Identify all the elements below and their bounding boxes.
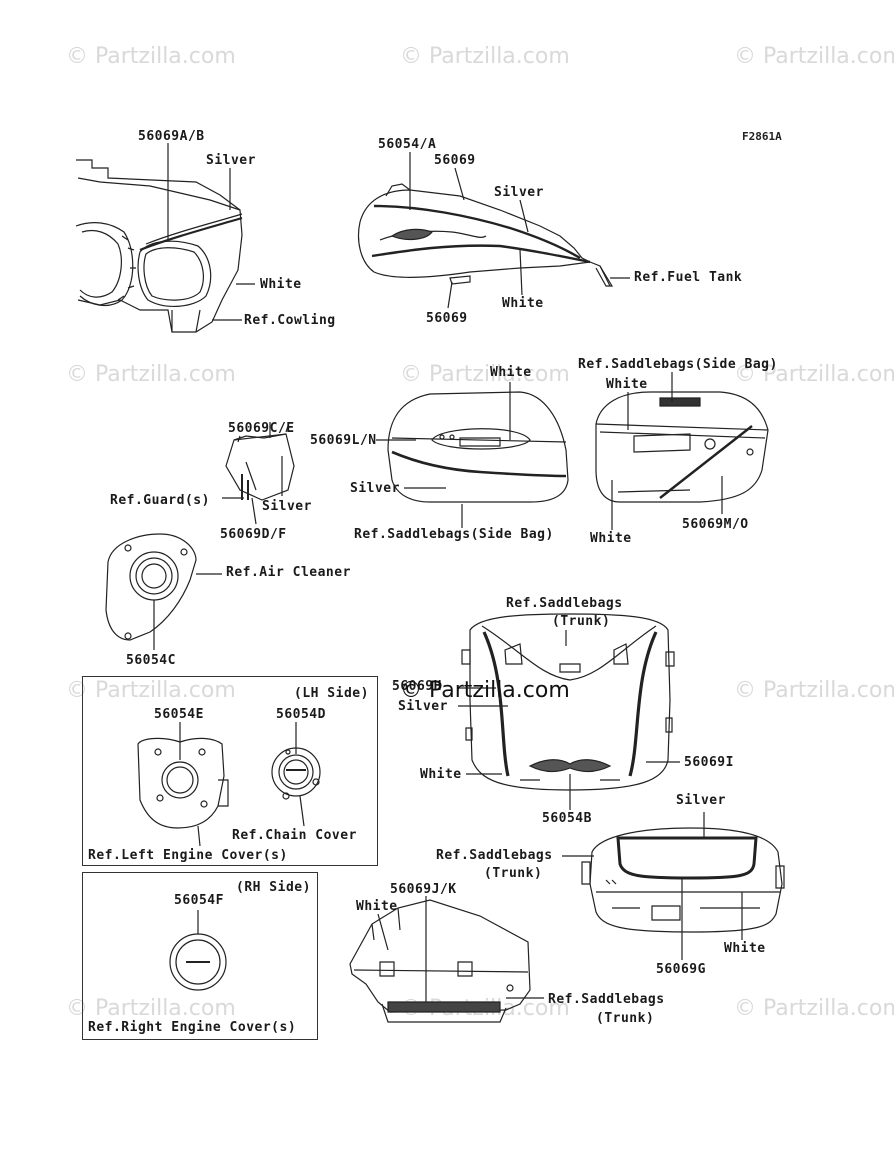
trunk-front-drawing xyxy=(581,827,785,933)
part-number-56069: 56069 xyxy=(426,311,468,326)
left-engine-cover-drawing xyxy=(137,737,229,829)
guard-drawing xyxy=(225,425,295,501)
watermark-center: © Partzilla.com xyxy=(400,678,570,703)
cowling-drawing xyxy=(75,159,243,333)
rh-side-label: (RH Side) xyxy=(236,880,311,895)
color-label-silver: Silver xyxy=(676,793,726,808)
watermark: © Partzilla.com xyxy=(400,362,570,387)
ref-saddlebags-trunk-label: Ref.Saddlebags xyxy=(548,992,665,1007)
part-number-56054e: 56054E xyxy=(154,707,204,722)
watermark: © Partzilla.com xyxy=(734,362,894,387)
color-label-white: White xyxy=(590,531,632,546)
air-cleaner-drawing xyxy=(105,533,197,641)
part-number-56054c: 56054C xyxy=(126,653,176,668)
part-number-56069df: 56069D/F xyxy=(220,527,287,542)
ref-guards-label: Ref.Guard(s) xyxy=(110,493,210,508)
part-number-56069: 56069 xyxy=(434,153,476,168)
color-label-white: White xyxy=(724,941,766,956)
figure-id: F2861A xyxy=(742,130,782,143)
trunk-side-drawing xyxy=(349,899,531,1023)
color-label-white: White xyxy=(490,365,532,380)
part-number-56069jk: 56069J/K xyxy=(390,882,457,897)
trunk-rear-drawing xyxy=(461,613,675,791)
color-label-white: White xyxy=(420,767,462,782)
watermark: © Partzilla.com xyxy=(400,44,570,69)
color-label-silver: Silver xyxy=(350,481,400,496)
ref-right-engine-covers-label: Ref.Right Engine Cover(s) xyxy=(88,1020,297,1035)
color-label-silver: Silver xyxy=(398,699,448,714)
watermark: © Partzilla.com xyxy=(66,996,236,1021)
ref-saddlebags-trunk-label: Ref.Saddlebags xyxy=(506,596,623,611)
trunk-label: (Trunk) xyxy=(552,614,611,629)
color-label-white: White xyxy=(606,377,648,392)
part-number-56069g: 56069G xyxy=(656,962,706,977)
rh-side-box xyxy=(82,872,318,1040)
saddlebag-left-drawing xyxy=(387,391,569,503)
part-number-56069ce: 56069C/E xyxy=(228,421,295,436)
fuel-tank-drawing xyxy=(357,183,614,287)
part-number-56054a: 56054/A xyxy=(378,137,437,152)
part-number-56054f: 56054F xyxy=(174,893,224,908)
ref-left-engine-covers-label: Ref.Left Engine Cover(s) xyxy=(88,848,288,863)
part-number-56069h: 56069H xyxy=(392,679,442,694)
lh-side-box xyxy=(82,676,378,866)
part-number-56054b: 56054B xyxy=(542,811,592,826)
lh-side-label: (LH Side) xyxy=(294,686,369,701)
watermark: © Partzilla.com xyxy=(66,44,236,69)
watermark: © Partzilla.com xyxy=(734,996,894,1021)
part-number-56069mo: 56069M/O xyxy=(682,517,749,532)
trunk-label: (Trunk) xyxy=(484,866,543,881)
part-number-56054d: 56054D xyxy=(276,707,326,722)
watermark: © Partzilla.com xyxy=(66,678,236,703)
color-label-silver: Silver xyxy=(262,499,312,514)
saddlebag-right-drawing xyxy=(595,391,769,503)
part-number-56069i: 56069I xyxy=(684,755,734,770)
trunk-label: (Trunk) xyxy=(596,1011,655,1026)
ref-air-cleaner-label: Ref.Air Cleaner xyxy=(226,565,351,580)
ref-saddlebags-trunk-label: Ref.Saddlebags xyxy=(436,848,553,863)
watermark: © Partzilla.com xyxy=(734,678,894,703)
color-label-silver: Silver xyxy=(206,153,256,168)
watermark: © Partzilla.com xyxy=(734,44,894,69)
part-number-56069ln: 56069L/N xyxy=(310,433,377,448)
ref-chain-cover-label: Ref.Chain Cover xyxy=(232,828,357,843)
ref-saddlebags-side-bag-label: Ref.Saddlebags(Side Bag) xyxy=(578,357,778,372)
ref-saddlebags-side-bag-label: Ref.Saddlebags(Side Bag) xyxy=(354,527,554,542)
color-label-silver: Silver xyxy=(494,185,544,200)
color-label-white: White xyxy=(260,277,302,292)
ref-cowling-label: Ref.Cowling xyxy=(244,313,336,328)
color-label-white: White xyxy=(502,296,544,311)
color-label-white: White xyxy=(356,899,398,914)
watermark: © Partzilla.com xyxy=(66,362,236,387)
part-number-56069ab: 56069A/B xyxy=(138,129,205,144)
ref-fuel-tank-label: Ref.Fuel Tank xyxy=(634,270,743,285)
